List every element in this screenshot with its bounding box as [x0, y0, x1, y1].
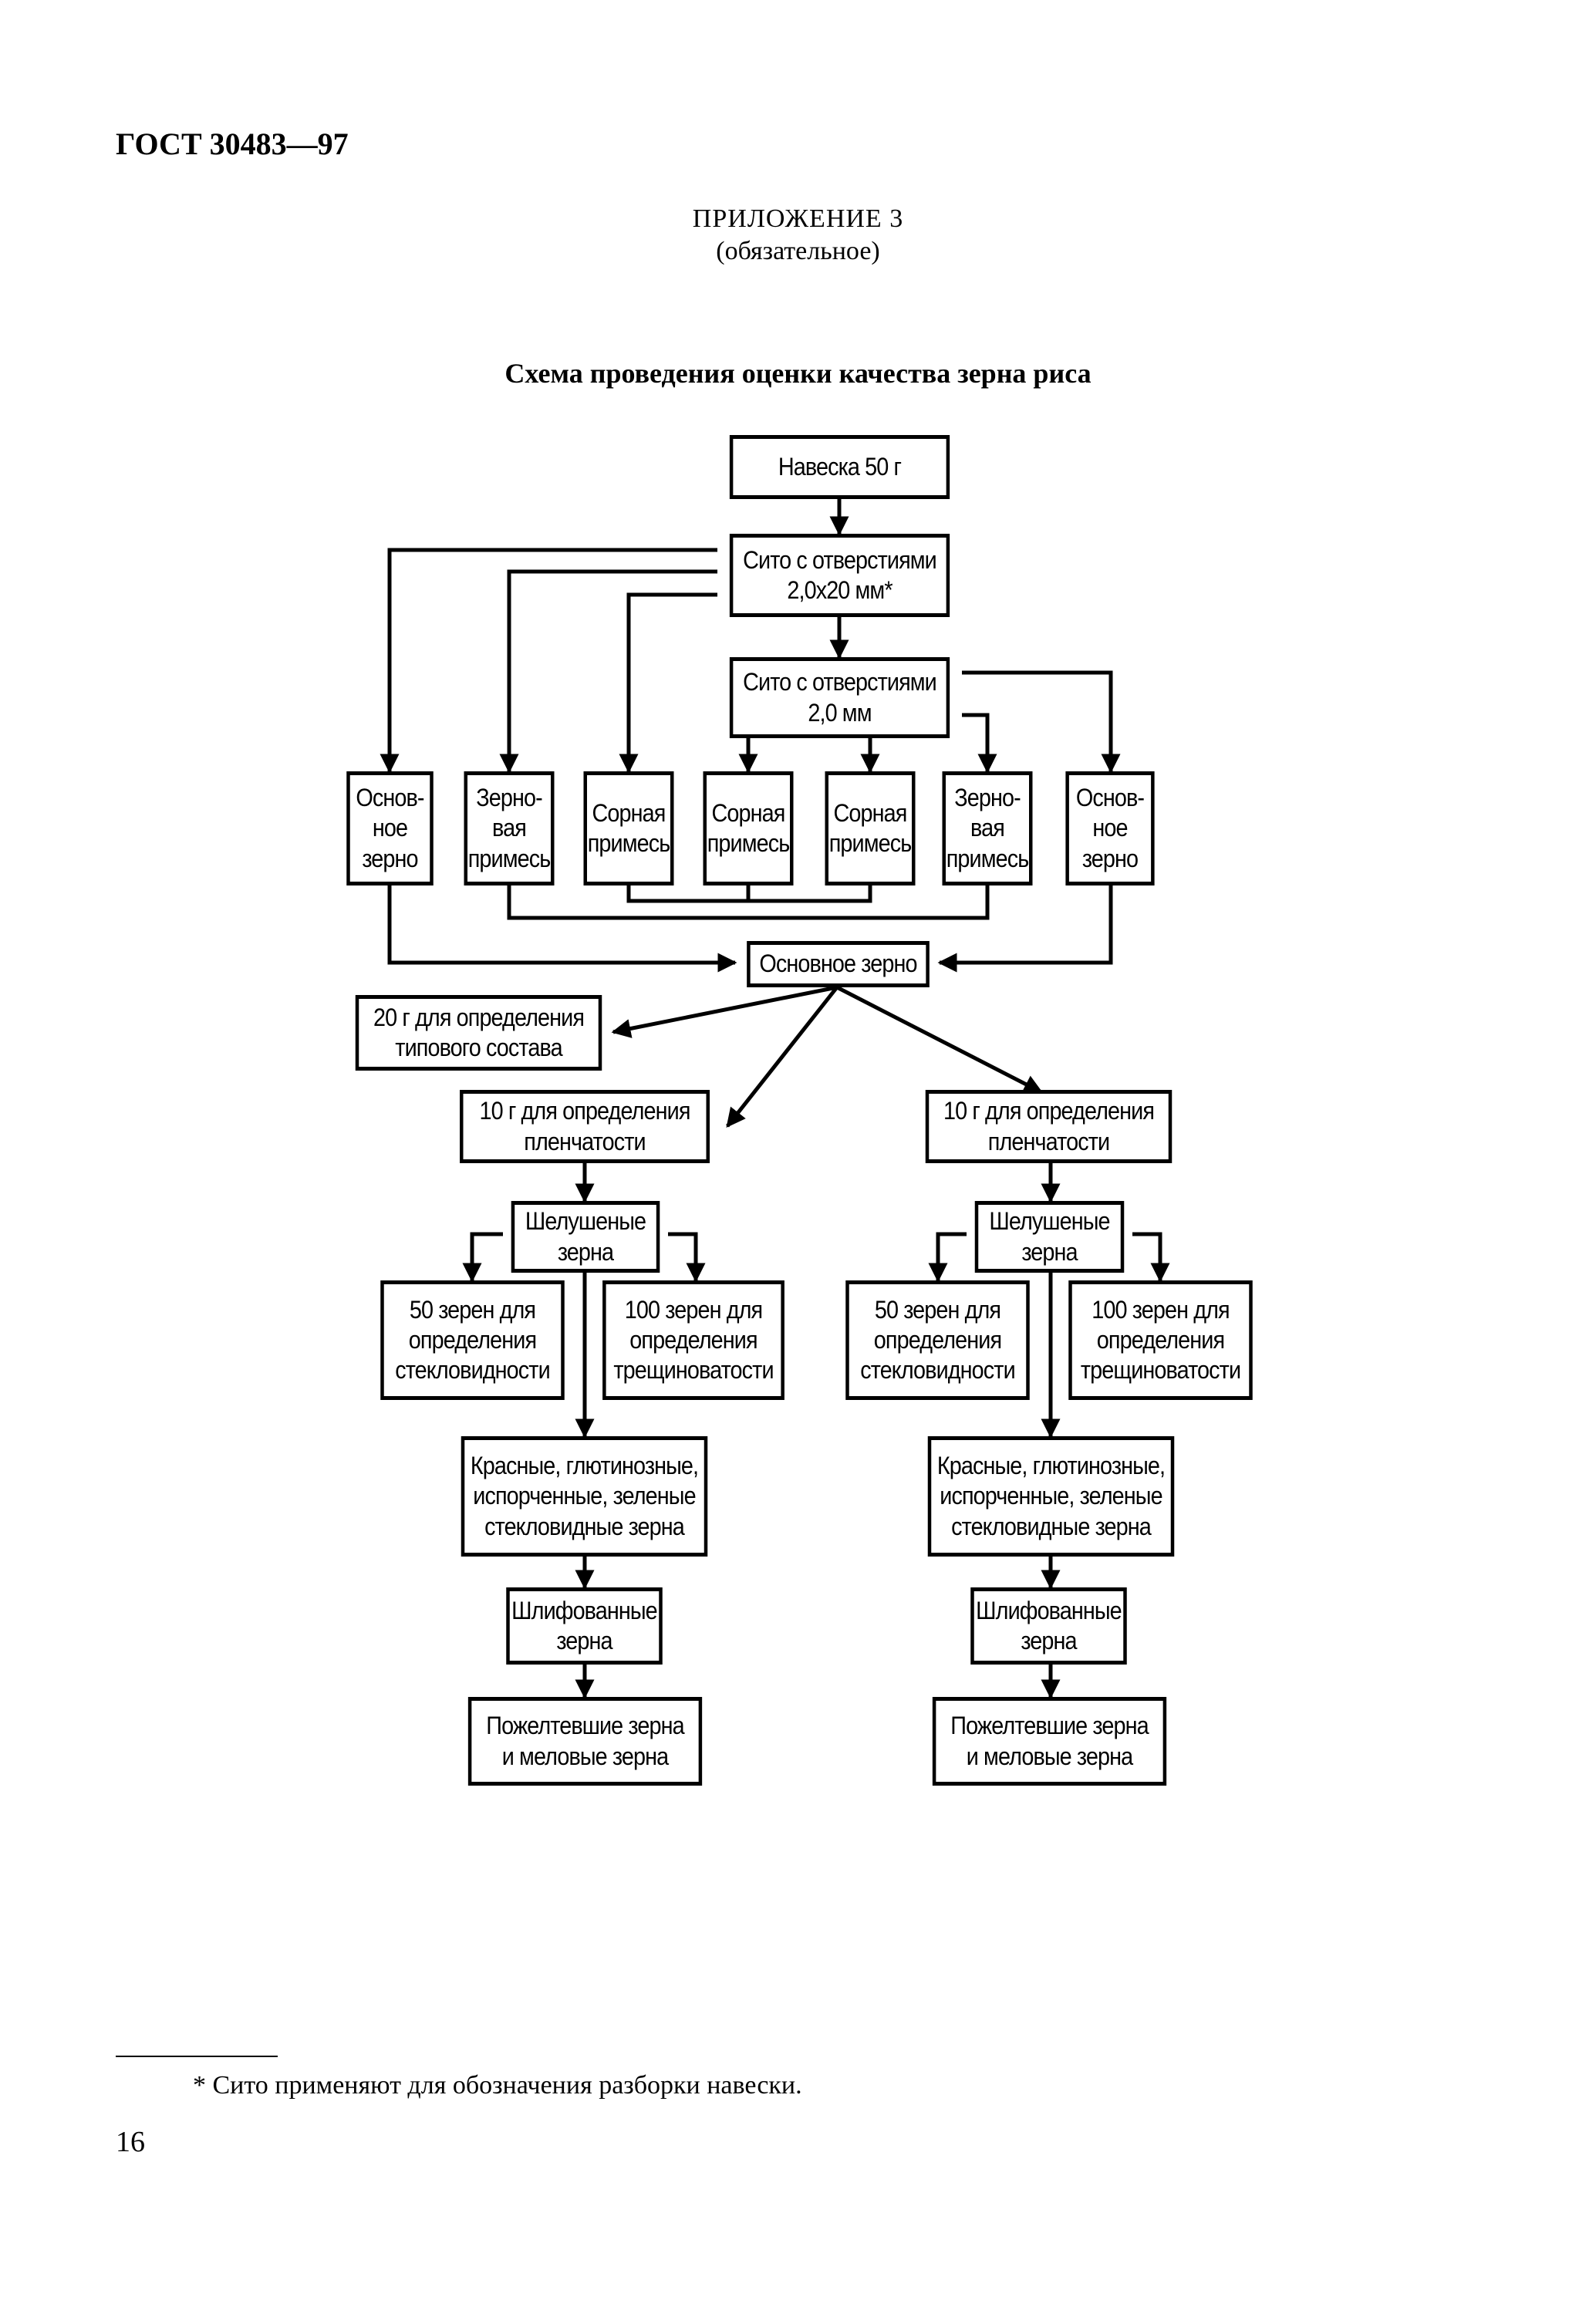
left-fissuring-box: 100 зерен для определения трещиноватости: [602, 1280, 785, 1400]
footnote: * Сито применяют для обозначения разборк…: [193, 2071, 802, 2100]
sieve-2x20-box: Сито с отверстиями 2,0х20 мм*: [729, 534, 950, 617]
right-hulled-box: Шелушеные зерна: [974, 1201, 1125, 1273]
footnote-divider: [116, 2056, 278, 2057]
left-yellowed-box: Пожелтевшие зерна и меловые зерна: [467, 1697, 703, 1786]
type-composition-box: 20 г для определения типового состава: [355, 995, 602, 1071]
left-vitreousness-box: 50 зерен для определения стекловидности: [380, 1280, 565, 1400]
fraction-main-grain-right: Основ- ное зерно: [1065, 771, 1155, 885]
right-fissuring-box: 100 зерен для определения трещиноватости: [1068, 1280, 1253, 1400]
right-polished-box: Шлифованные зерна: [970, 1587, 1127, 1665]
right-yellowed-box: Пожелтевшие зерна и меловые зерна: [932, 1697, 1167, 1786]
sieve-2mm-box: Сито с отверстиями 2,0 мм: [729, 657, 950, 738]
appendix-note: (обязательное): [716, 237, 880, 265]
fraction-weed-impurity-1: Сорная примесь: [583, 771, 674, 885]
fraction-weed-impurity-3: Сорная примесь: [825, 771, 916, 885]
fraction-weed-impurity-2: Сорная примесь: [703, 771, 794, 885]
page-number: 16: [116, 2126, 145, 2158]
left-hulled-box: Шелушеные зерна: [511, 1201, 660, 1273]
appendix-title: ПРИЛОЖЕНИЕ 3: [692, 204, 904, 233]
fraction-main-grain-left: Основ- ное зерно: [346, 771, 434, 885]
sample-box: Навеска 50 г: [729, 435, 950, 499]
fraction-grain-impurity-left: Зерно- вая примесь: [464, 771, 555, 885]
right-vitreousness-box: 50 зерен для определения стекловидности: [845, 1280, 1030, 1400]
right-filminess-box: 10 г для определения пленчатости: [925, 1090, 1173, 1163]
document-code: ГОСТ 30483—97: [116, 126, 349, 161]
left-filminess-box: 10 г для определения пленчатости: [460, 1090, 710, 1163]
left-defects-box: Красные, глютинозные, испорченные, зелен…: [461, 1436, 708, 1557]
left-polished-box: Шлифованные зерна: [506, 1587, 663, 1665]
fraction-grain-impurity-right: Зерно- вая примесь: [942, 771, 1033, 885]
scheme-title: Схема проведения оценки качества зерна р…: [504, 358, 1092, 389]
right-defects-box: Красные, глютинозные, испорченные, зелен…: [927, 1436, 1175, 1557]
main-grain-box: Основное зерно: [747, 941, 930, 987]
